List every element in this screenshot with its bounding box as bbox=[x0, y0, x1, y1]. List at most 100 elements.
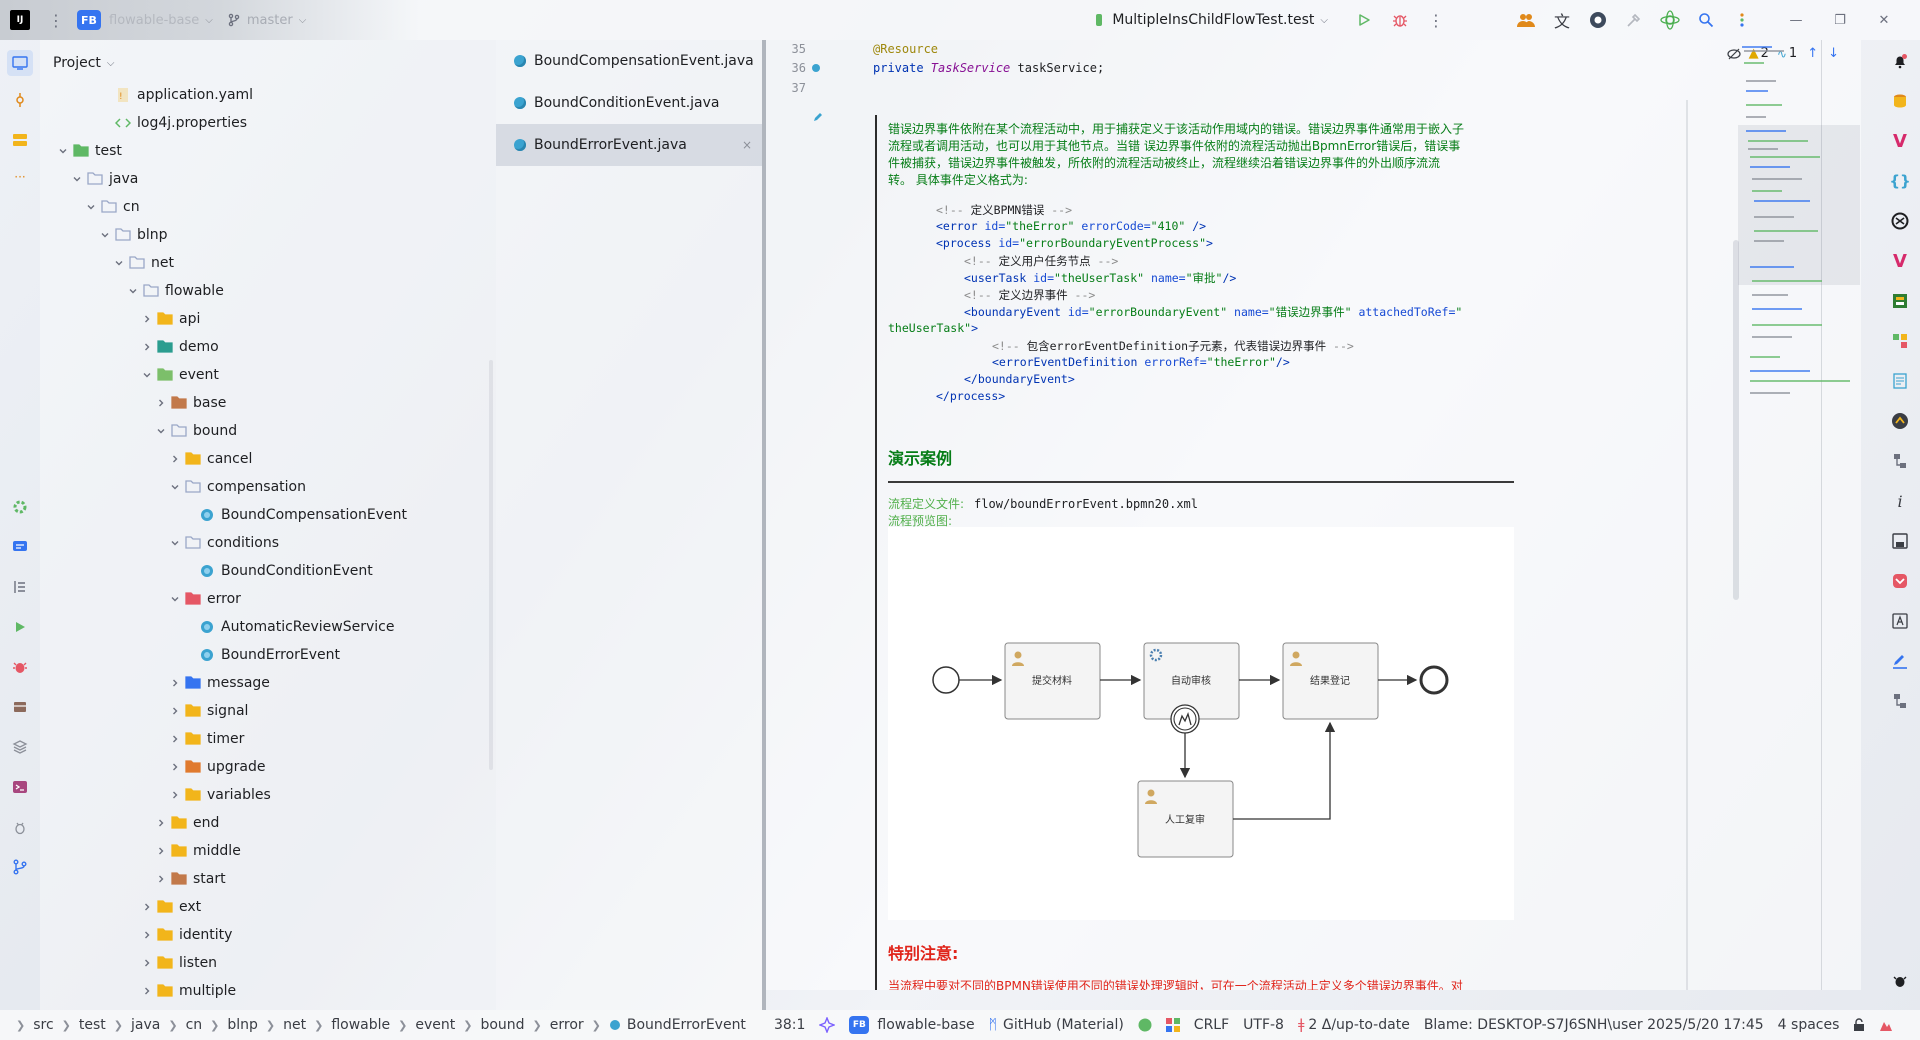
chevron-down-icon[interactable]: ⌵ bbox=[205, 14, 213, 26]
edit-icon[interactable] bbox=[1889, 650, 1911, 672]
translate-icon[interactable]: 文 bbox=[1553, 12, 1570, 31]
tree-item[interactable]: middle bbox=[40, 837, 490, 865]
inspection-status-icon[interactable] bbox=[1879, 1018, 1893, 1032]
edit-doc-icon[interactable] bbox=[813, 112, 823, 122]
chevron-right-icon[interactable] bbox=[155, 397, 167, 409]
tree-item[interactable]: test bbox=[40, 137, 490, 165]
tree-item[interactable]: log4j.properties bbox=[40, 109, 490, 137]
tree-item[interactable]: identity bbox=[40, 921, 490, 949]
chevron-right-icon[interactable] bbox=[141, 929, 153, 941]
minimap[interactable] bbox=[1738, 40, 1860, 500]
chevron-right-icon[interactable] bbox=[169, 761, 181, 773]
ai-assistant-icon[interactable] bbox=[1658, 8, 1682, 32]
font-icon[interactable] bbox=[1889, 610, 1911, 632]
project-panel-header[interactable]: Project ⌵ bbox=[40, 40, 496, 86]
tree-item[interactable]: java bbox=[40, 165, 490, 193]
chevron-down-icon[interactable]: ⌵ bbox=[298, 14, 307, 26]
tree-item[interactable]: flowable bbox=[40, 277, 490, 305]
file-encoding[interactable]: UTF-8 bbox=[1243, 1017, 1284, 1033]
database-icon[interactable] bbox=[9, 696, 31, 718]
tree-item[interactable]: net bbox=[40, 249, 490, 277]
breadcrumb-item[interactable]: cn bbox=[185, 1017, 203, 1033]
app-logo[interactable]: IJ bbox=[10, 10, 30, 30]
settings-icon[interactable] bbox=[1730, 8, 1754, 32]
tree-item[interactable]: upgrade bbox=[40, 753, 490, 781]
ai-icon[interactable] bbox=[1889, 210, 1911, 232]
tab-bound-error-event[interactable]: BoundErrorEvent.java × bbox=[496, 124, 762, 166]
save-icon[interactable] bbox=[1889, 530, 1911, 552]
collab-icon[interactable] bbox=[1514, 8, 1538, 32]
chevron-right-icon[interactable] bbox=[169, 705, 181, 717]
minimize-button[interactable]: — bbox=[1789, 12, 1803, 28]
structure-icon[interactable] bbox=[9, 129, 31, 151]
line-separator[interactable]: CRLF bbox=[1193, 1017, 1230, 1033]
chevron-right-icon[interactable] bbox=[169, 453, 181, 465]
splitter[interactable] bbox=[762, 40, 766, 1010]
doc-tool-icon[interactable] bbox=[1889, 370, 1911, 392]
run-tool-icon[interactable] bbox=[9, 616, 31, 638]
lock-icon[interactable] bbox=[1853, 1018, 1865, 1032]
chevron-right-icon[interactable] bbox=[141, 985, 153, 997]
tree-item[interactable]: !application.yaml bbox=[40, 81, 490, 109]
problems-icon[interactable] bbox=[9, 816, 31, 838]
services-icon[interactable] bbox=[9, 496, 31, 518]
chevron-right-icon[interactable] bbox=[141, 341, 153, 353]
tree-item[interactable]: AutomaticReviewService bbox=[40, 613, 490, 641]
eye-off-icon[interactable] bbox=[1726, 48, 1741, 60]
tree-item[interactable]: ext bbox=[40, 893, 490, 921]
tree-item[interactable]: multiple bbox=[40, 977, 490, 1005]
indent-setting[interactable]: 4 spaces bbox=[1777, 1017, 1840, 1033]
close-button[interactable]: ✕ bbox=[1878, 12, 1890, 28]
project-tool-icon[interactable] bbox=[7, 50, 33, 76]
code-editor[interactable]: 35 36 37 @Resource private TaskService t… bbox=[766, 40, 1861, 990]
tab-bound-compensation-event[interactable]: BoundCompensationEvent.java bbox=[496, 40, 762, 82]
breadcrumb-item[interactable]: blnp bbox=[227, 1017, 258, 1033]
comments-icon[interactable] bbox=[9, 536, 31, 558]
tree-item[interactable]: message bbox=[40, 669, 490, 697]
commit-icon[interactable] bbox=[9, 89, 31, 111]
chevron-down-icon[interactable] bbox=[85, 201, 97, 213]
breadcrumb-item[interactable]: net bbox=[283, 1017, 307, 1033]
vue-icon[interactable]: V bbox=[1893, 250, 1907, 272]
more-icon[interactable]: ⋮ bbox=[1428, 10, 1444, 30]
breadcrumb-item[interactable]: src bbox=[33, 1017, 54, 1033]
inspection-widget[interactable]: ▲ 2 ∿ 1 ↑ ↓ bbox=[1726, 46, 1839, 61]
implementation-icon[interactable] bbox=[811, 63, 821, 73]
tree-item[interactable]: demo bbox=[40, 333, 490, 361]
chevron-down-icon[interactable] bbox=[141, 369, 153, 381]
breadcrumb-item[interactable]: java bbox=[131, 1017, 161, 1033]
chevron-down-icon[interactable] bbox=[169, 593, 181, 605]
chevron-right-icon[interactable] bbox=[169, 789, 181, 801]
tree-item[interactable]: event bbox=[40, 361, 490, 389]
arrow-up-icon[interactable]: ↑ bbox=[1807, 46, 1819, 61]
editor-scrollbar[interactable] bbox=[1733, 240, 1739, 600]
breadcrumb-item[interactable]: bound bbox=[480, 1017, 525, 1033]
project-scrollbar[interactable] bbox=[489, 360, 493, 770]
run-icon[interactable] bbox=[1352, 8, 1376, 32]
database-tool-icon[interactable] bbox=[1889, 90, 1911, 112]
ai-status-icon[interactable] bbox=[819, 1017, 836, 1033]
chevron-right-icon[interactable] bbox=[141, 957, 153, 969]
tree-item[interactable]: conditions bbox=[40, 529, 490, 557]
bookmarks-icon[interactable] bbox=[9, 576, 31, 598]
gradle-icon[interactable] bbox=[1889, 290, 1911, 312]
breadcrumb-item[interactable]: error bbox=[549, 1017, 584, 1033]
maven-icon[interactable]: V bbox=[1893, 130, 1907, 152]
tree-item[interactable]: listen bbox=[40, 949, 490, 977]
chevron-right-icon[interactable] bbox=[155, 873, 167, 885]
tree-item[interactable]: compensation bbox=[40, 473, 490, 501]
chevron-right-icon[interactable] bbox=[141, 313, 153, 325]
chevron-right-icon[interactable] bbox=[169, 733, 181, 745]
info-icon[interactable]: i bbox=[1897, 491, 1903, 511]
chevron-right-icon[interactable] bbox=[155, 845, 167, 857]
tree-item[interactable]: variables bbox=[40, 781, 490, 809]
tree-item[interactable]: blnp bbox=[40, 221, 490, 249]
terminal-icon[interactable] bbox=[9, 776, 31, 798]
chevron-down-icon[interactable] bbox=[113, 257, 125, 269]
caret-position[interactable]: 38:1 bbox=[773, 1017, 806, 1033]
copilot-icon[interactable] bbox=[1889, 410, 1911, 432]
search-icon[interactable] bbox=[1694, 8, 1718, 32]
bug-icon[interactable] bbox=[1889, 970, 1911, 992]
